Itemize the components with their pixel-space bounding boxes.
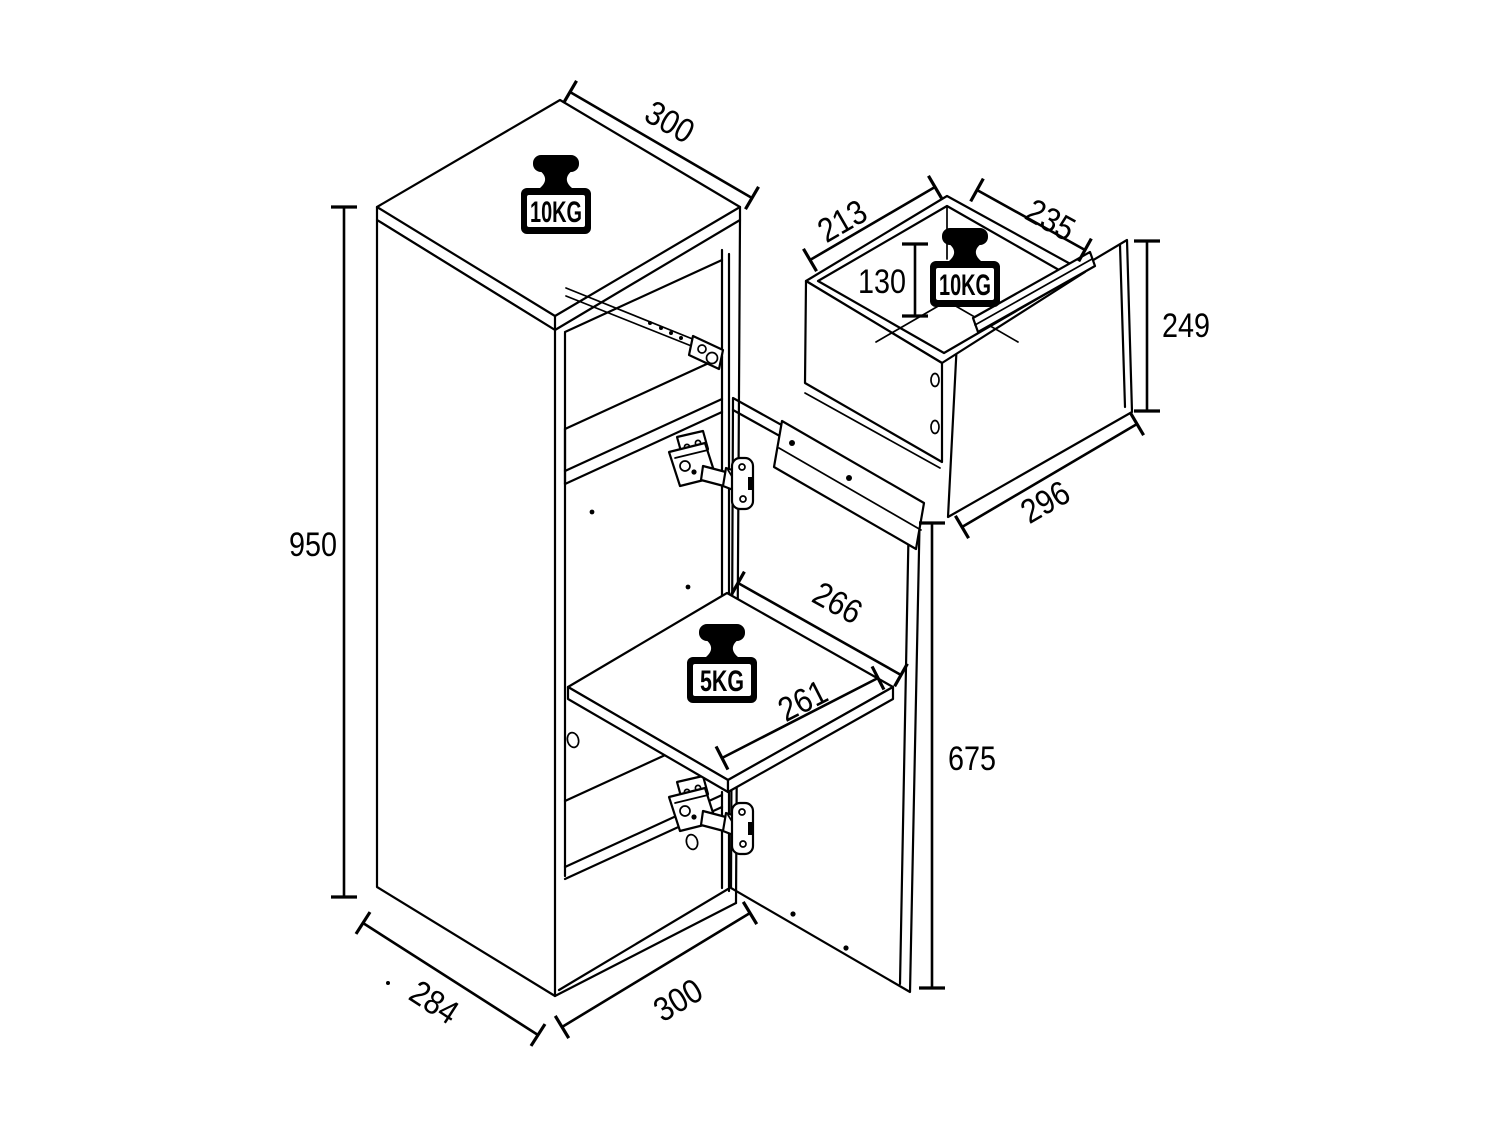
dim-label-door-height: 675 [948, 740, 996, 778]
weight-icon-drawer: 10KG [930, 228, 1000, 307]
door-hole [790, 911, 796, 917]
dim-label-drawer-inner-height: 130 [858, 263, 906, 301]
dimension-drawer-inner-height: 130 [858, 242, 928, 318]
pin-hole [589, 509, 595, 515]
weight-label-shelf: 5KG [700, 665, 744, 698]
dimension-door-height: 675 [919, 521, 996, 990]
cabinet-right-edge [734, 218, 742, 905]
cabinet-left-panel [375, 218, 557, 998]
dim-label-drawer-top-depth: 213 [811, 193, 873, 251]
weight-label-top: 10KG [530, 196, 582, 229]
cabinet-group: 10KG 5KG 300 950 284 300 675 266 [289, 79, 996, 1047]
pin-hole [685, 584, 691, 590]
dim-label-drawer-front-height: 249 [1162, 307, 1210, 345]
cabinet-interior [386, 248, 731, 985]
dimension-drawer-front-height: 249 [1134, 239, 1210, 413]
drawer-slide-rail [565, 287, 725, 371]
dim-label-bottom-width: 300 [647, 971, 709, 1029]
door-hole [843, 945, 849, 951]
weight-label-drawer: 10KG [939, 269, 991, 302]
drawer-handle [971, 250, 1097, 334]
dim-label-height: 950 [289, 526, 337, 564]
pin-hole [386, 981, 390, 985]
drawer-unit-group: 10KG 213 235 130 249 296 [802, 174, 1210, 540]
cam-hole [566, 731, 580, 749]
dim-label-drawer-front-width: 296 [1014, 474, 1076, 532]
dim-label-top-width: 300 [638, 94, 700, 152]
upper-shelf [563, 355, 724, 486]
cabinet-base-bottom [553, 901, 738, 998]
door-handle [772, 419, 926, 551]
cam-hole [685, 833, 699, 851]
cabinet-base-top [557, 887, 730, 992]
dimension-height: 950 [289, 205, 357, 899]
